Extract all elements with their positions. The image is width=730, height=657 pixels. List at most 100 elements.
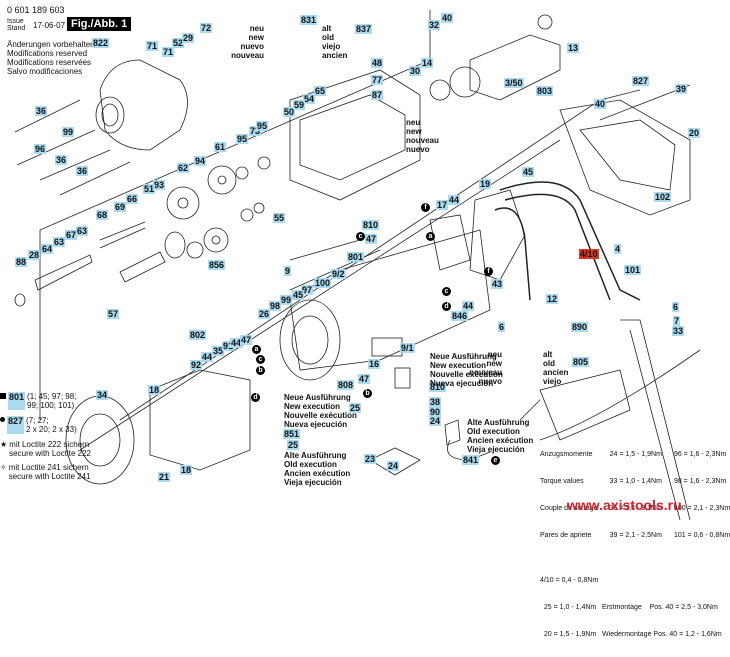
part-label[interactable]: 802	[189, 330, 207, 340]
part-label[interactable]: 47	[240, 335, 253, 345]
part-label[interactable]: 47	[365, 234, 378, 244]
part-label[interactable]: 91	[222, 341, 235, 351]
part-label[interactable]: 62	[177, 163, 190, 173]
part-label[interactable]: 95	[256, 121, 269, 131]
part-label[interactable]: 9/1	[400, 343, 415, 353]
part-label[interactable]: 39	[675, 84, 688, 94]
part-label[interactable]: 43	[491, 279, 504, 289]
part-label[interactable]: 35	[212, 346, 225, 356]
part-label[interactable]: 77	[371, 75, 384, 85]
part-label[interactable]: 23	[364, 454, 377, 464]
part-label[interactable]: 25	[287, 440, 300, 450]
part-label[interactable]: 856	[208, 260, 226, 270]
part-label[interactable]: 64	[41, 244, 54, 254]
part-label[interactable]: 40	[441, 13, 454, 23]
part-label[interactable]: 38	[429, 397, 442, 407]
part-label[interactable]: 94	[194, 156, 207, 166]
part-label[interactable]: 90	[429, 407, 442, 417]
part-label[interactable]: 4	[614, 244, 622, 254]
part-label[interactable]: 92	[190, 360, 203, 370]
part-label[interactable]: 44	[201, 352, 214, 362]
part-label[interactable]: 831	[300, 15, 318, 25]
part-label[interactable]: 66	[126, 194, 139, 204]
part-label[interactable]: 52	[172, 38, 185, 48]
part-label[interactable]: 99	[280, 295, 293, 305]
part-label[interactable]: 837	[355, 24, 373, 34]
part-label[interactable]: 44	[230, 338, 243, 348]
part-label[interactable]: 810	[362, 220, 380, 230]
part-label[interactable]: 44	[448, 195, 461, 205]
part-label[interactable]: 73	[249, 126, 262, 136]
part-label[interactable]: 30	[409, 66, 422, 76]
part-label[interactable]: 32	[428, 20, 441, 30]
part-label[interactable]: 54	[303, 94, 316, 104]
part-label[interactable]: 822	[92, 38, 110, 48]
part-label[interactable]: 6	[498, 322, 506, 332]
part-label[interactable]: 25	[349, 403, 362, 413]
part-label[interactable]: 36	[76, 166, 89, 176]
part-label[interactable]: 99	[62, 127, 75, 137]
part-label[interactable]: 13	[567, 43, 580, 53]
part-label[interactable]: 88	[15, 257, 28, 267]
part-label[interactable]: 803	[536, 86, 554, 96]
part-label[interactable]: 16	[368, 359, 381, 369]
part-label[interactable]: 26	[258, 309, 271, 319]
part-label[interactable]: 65	[314, 86, 327, 96]
part-label[interactable]: 67	[65, 230, 78, 240]
part-label[interactable]: 36	[55, 155, 68, 165]
part-label[interactable]: 12	[546, 294, 559, 304]
part-label[interactable]: 55	[273, 213, 286, 223]
part-label[interactable]: 841	[462, 455, 480, 465]
part-label[interactable]: 51	[143, 184, 156, 194]
part-label[interactable]: 810	[429, 382, 447, 392]
part-label[interactable]: 36	[35, 106, 48, 116]
part-label[interactable]: 808	[337, 380, 355, 390]
part-label[interactable]: 63	[53, 237, 66, 247]
part-label[interactable]: 96	[34, 144, 47, 154]
part-label[interactable]: 71	[162, 47, 175, 57]
part-label[interactable]: 827	[632, 76, 650, 86]
part-label[interactable]: 19	[479, 179, 492, 189]
part-label[interactable]: 68	[96, 210, 109, 220]
part-label[interactable]: 801	[347, 252, 365, 262]
part-label[interactable]: 24	[387, 461, 400, 471]
part-label[interactable]: 63	[76, 226, 89, 236]
part-label[interactable]: 34	[96, 390, 109, 400]
part-label[interactable]: 846	[451, 311, 469, 321]
part-label[interactable]: 3/50	[504, 78, 524, 88]
part-label[interactable]: 6	[672, 302, 680, 312]
part-label[interactable]: 100	[314, 278, 332, 288]
part-label-highlighted[interactable]: 4/10	[579, 249, 599, 259]
part-label[interactable]: 45	[522, 167, 535, 177]
part-label[interactable]: 61	[214, 142, 227, 152]
part-label[interactable]: 93	[153, 180, 166, 190]
part-label[interactable]: 98	[269, 301, 282, 311]
part-label[interactable]: 69	[114, 202, 127, 212]
part-label[interactable]: 18	[180, 465, 193, 475]
part-label[interactable]: 102	[654, 192, 672, 202]
part-label[interactable]: 7	[673, 316, 681, 326]
part-label[interactable]: 45	[292, 290, 305, 300]
part-label[interactable]: 71	[146, 41, 159, 51]
part-label[interactable]: 97	[301, 285, 314, 295]
part-label[interactable]: 21	[158, 472, 171, 482]
part-label[interactable]: 95	[236, 134, 249, 144]
part-label[interactable]: 20	[688, 128, 701, 138]
part-label[interactable]: 17	[436, 200, 449, 210]
part-label[interactable]: 57	[107, 309, 120, 319]
part-label[interactable]: 87	[371, 90, 384, 100]
part-label[interactable]: 14	[421, 58, 434, 68]
part-label[interactable]: 50	[283, 107, 296, 117]
part-label[interactable]: 805	[572, 357, 590, 367]
part-label[interactable]: 40	[594, 99, 607, 109]
part-label[interactable]: 18	[148, 385, 161, 395]
part-label[interactable]: 9	[284, 266, 292, 276]
part-label[interactable]: 48	[371, 58, 384, 68]
part-label[interactable]: 72	[200, 23, 213, 33]
part-label[interactable]: 851	[283, 429, 301, 439]
website-link[interactable]: www.axistools.ru	[567, 497, 682, 513]
part-label[interactable]: 47	[358, 374, 371, 384]
part-label[interactable]: 59	[293, 100, 306, 110]
part-label[interactable]: 24	[429, 416, 442, 426]
part-label[interactable]: 28	[28, 250, 41, 260]
